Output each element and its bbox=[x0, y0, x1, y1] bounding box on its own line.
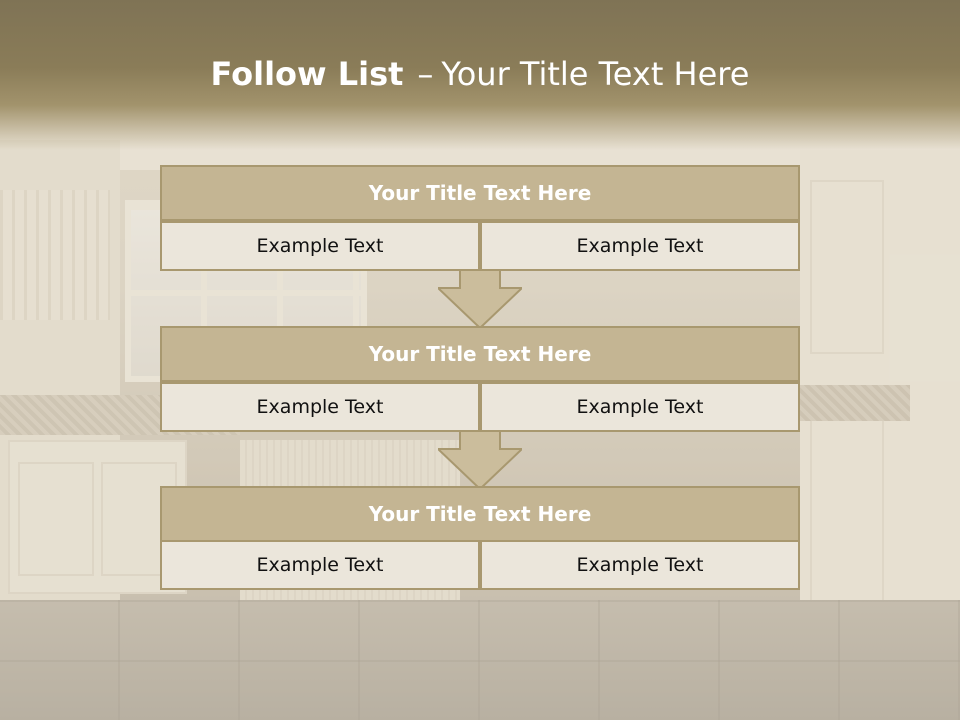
step-2-left-cell: Example Text bbox=[160, 382, 480, 432]
step-3-title: Your Title Text Here bbox=[160, 486, 800, 542]
step-3-left-cell: Example Text bbox=[160, 540, 480, 590]
step-2-title: Your Title Text Here bbox=[160, 326, 800, 382]
header-band bbox=[0, 0, 960, 150]
down-arrow-icon bbox=[438, 270, 522, 328]
title-rest: Your Title Text Here bbox=[441, 55, 750, 93]
step-1-left-cell: Example Text bbox=[160, 221, 480, 271]
slide-title: Follow List–Your Title Text Here bbox=[0, 55, 960, 93]
step-3-right-cell: Example Text bbox=[480, 540, 800, 590]
title-bold: Follow List bbox=[210, 55, 404, 93]
down-arrow-icon bbox=[438, 431, 522, 489]
title-separator: – bbox=[417, 55, 434, 93]
step-1-right-cell: Example Text bbox=[480, 221, 800, 271]
step-1-title: Your Title Text Here bbox=[160, 165, 800, 221]
step-2-right-cell: Example Text bbox=[480, 382, 800, 432]
